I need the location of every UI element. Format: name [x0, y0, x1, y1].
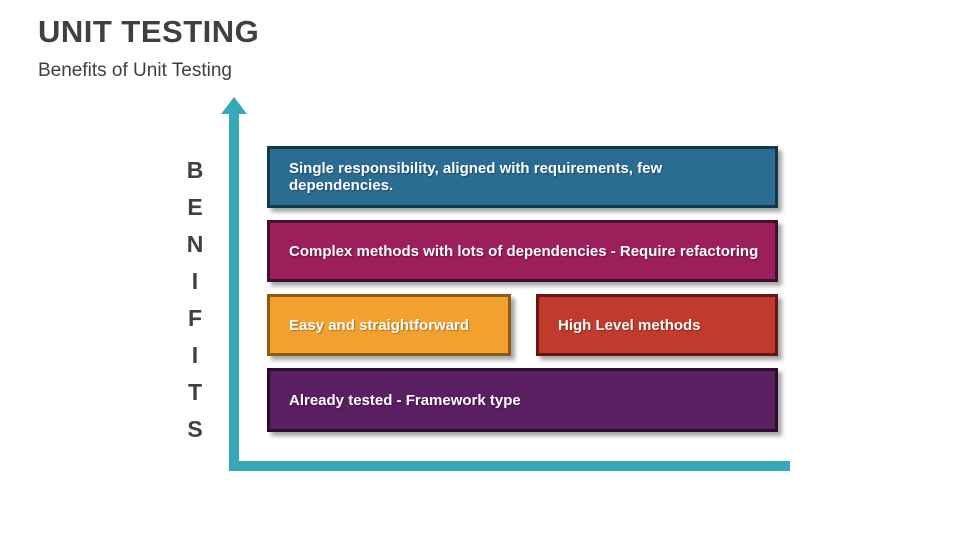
- y-axis-letter: B: [186, 157, 204, 183]
- x-axis-line: [229, 461, 790, 471]
- y-axis-letter: N: [186, 231, 204, 257]
- y-axis-letter: F: [187, 305, 203, 331]
- bar-single-responsibility: Single responsibility, aligned with requ…: [267, 146, 778, 208]
- bar-label: Easy and straightforward: [289, 316, 470, 334]
- up-arrow-icon: [221, 97, 247, 114]
- y-axis-label: B E N I F I T S: [181, 152, 209, 448]
- slide-subtitle: Benefits of Unit Testing: [38, 60, 232, 81]
- bar-complex-methods: Complex methods with lots of dependencie…: [267, 220, 778, 282]
- bar-already-tested: Already tested - Framework type: [267, 368, 778, 432]
- slide-title: UNIT TESTING: [38, 14, 260, 49]
- y-axis-letter: I: [191, 268, 199, 294]
- bar-easy-straightforward: Easy and straightforward: [267, 294, 511, 356]
- y-axis-letter: S: [187, 416, 203, 442]
- bar-label: Single responsibility, aligned with requ…: [289, 160, 663, 194]
- bar-label: High Level methods: [558, 316, 701, 334]
- bar-label: Complex methods with lots of dependencie…: [289, 242, 759, 260]
- bar-label: Already tested - Framework type: [289, 391, 521, 409]
- y-axis-letter: I: [191, 342, 199, 368]
- y-axis-letter: E: [187, 194, 203, 220]
- bar-high-level-methods: High Level methods: [536, 294, 778, 356]
- y-axis-line: [229, 113, 239, 471]
- y-axis-letter: T: [187, 379, 203, 405]
